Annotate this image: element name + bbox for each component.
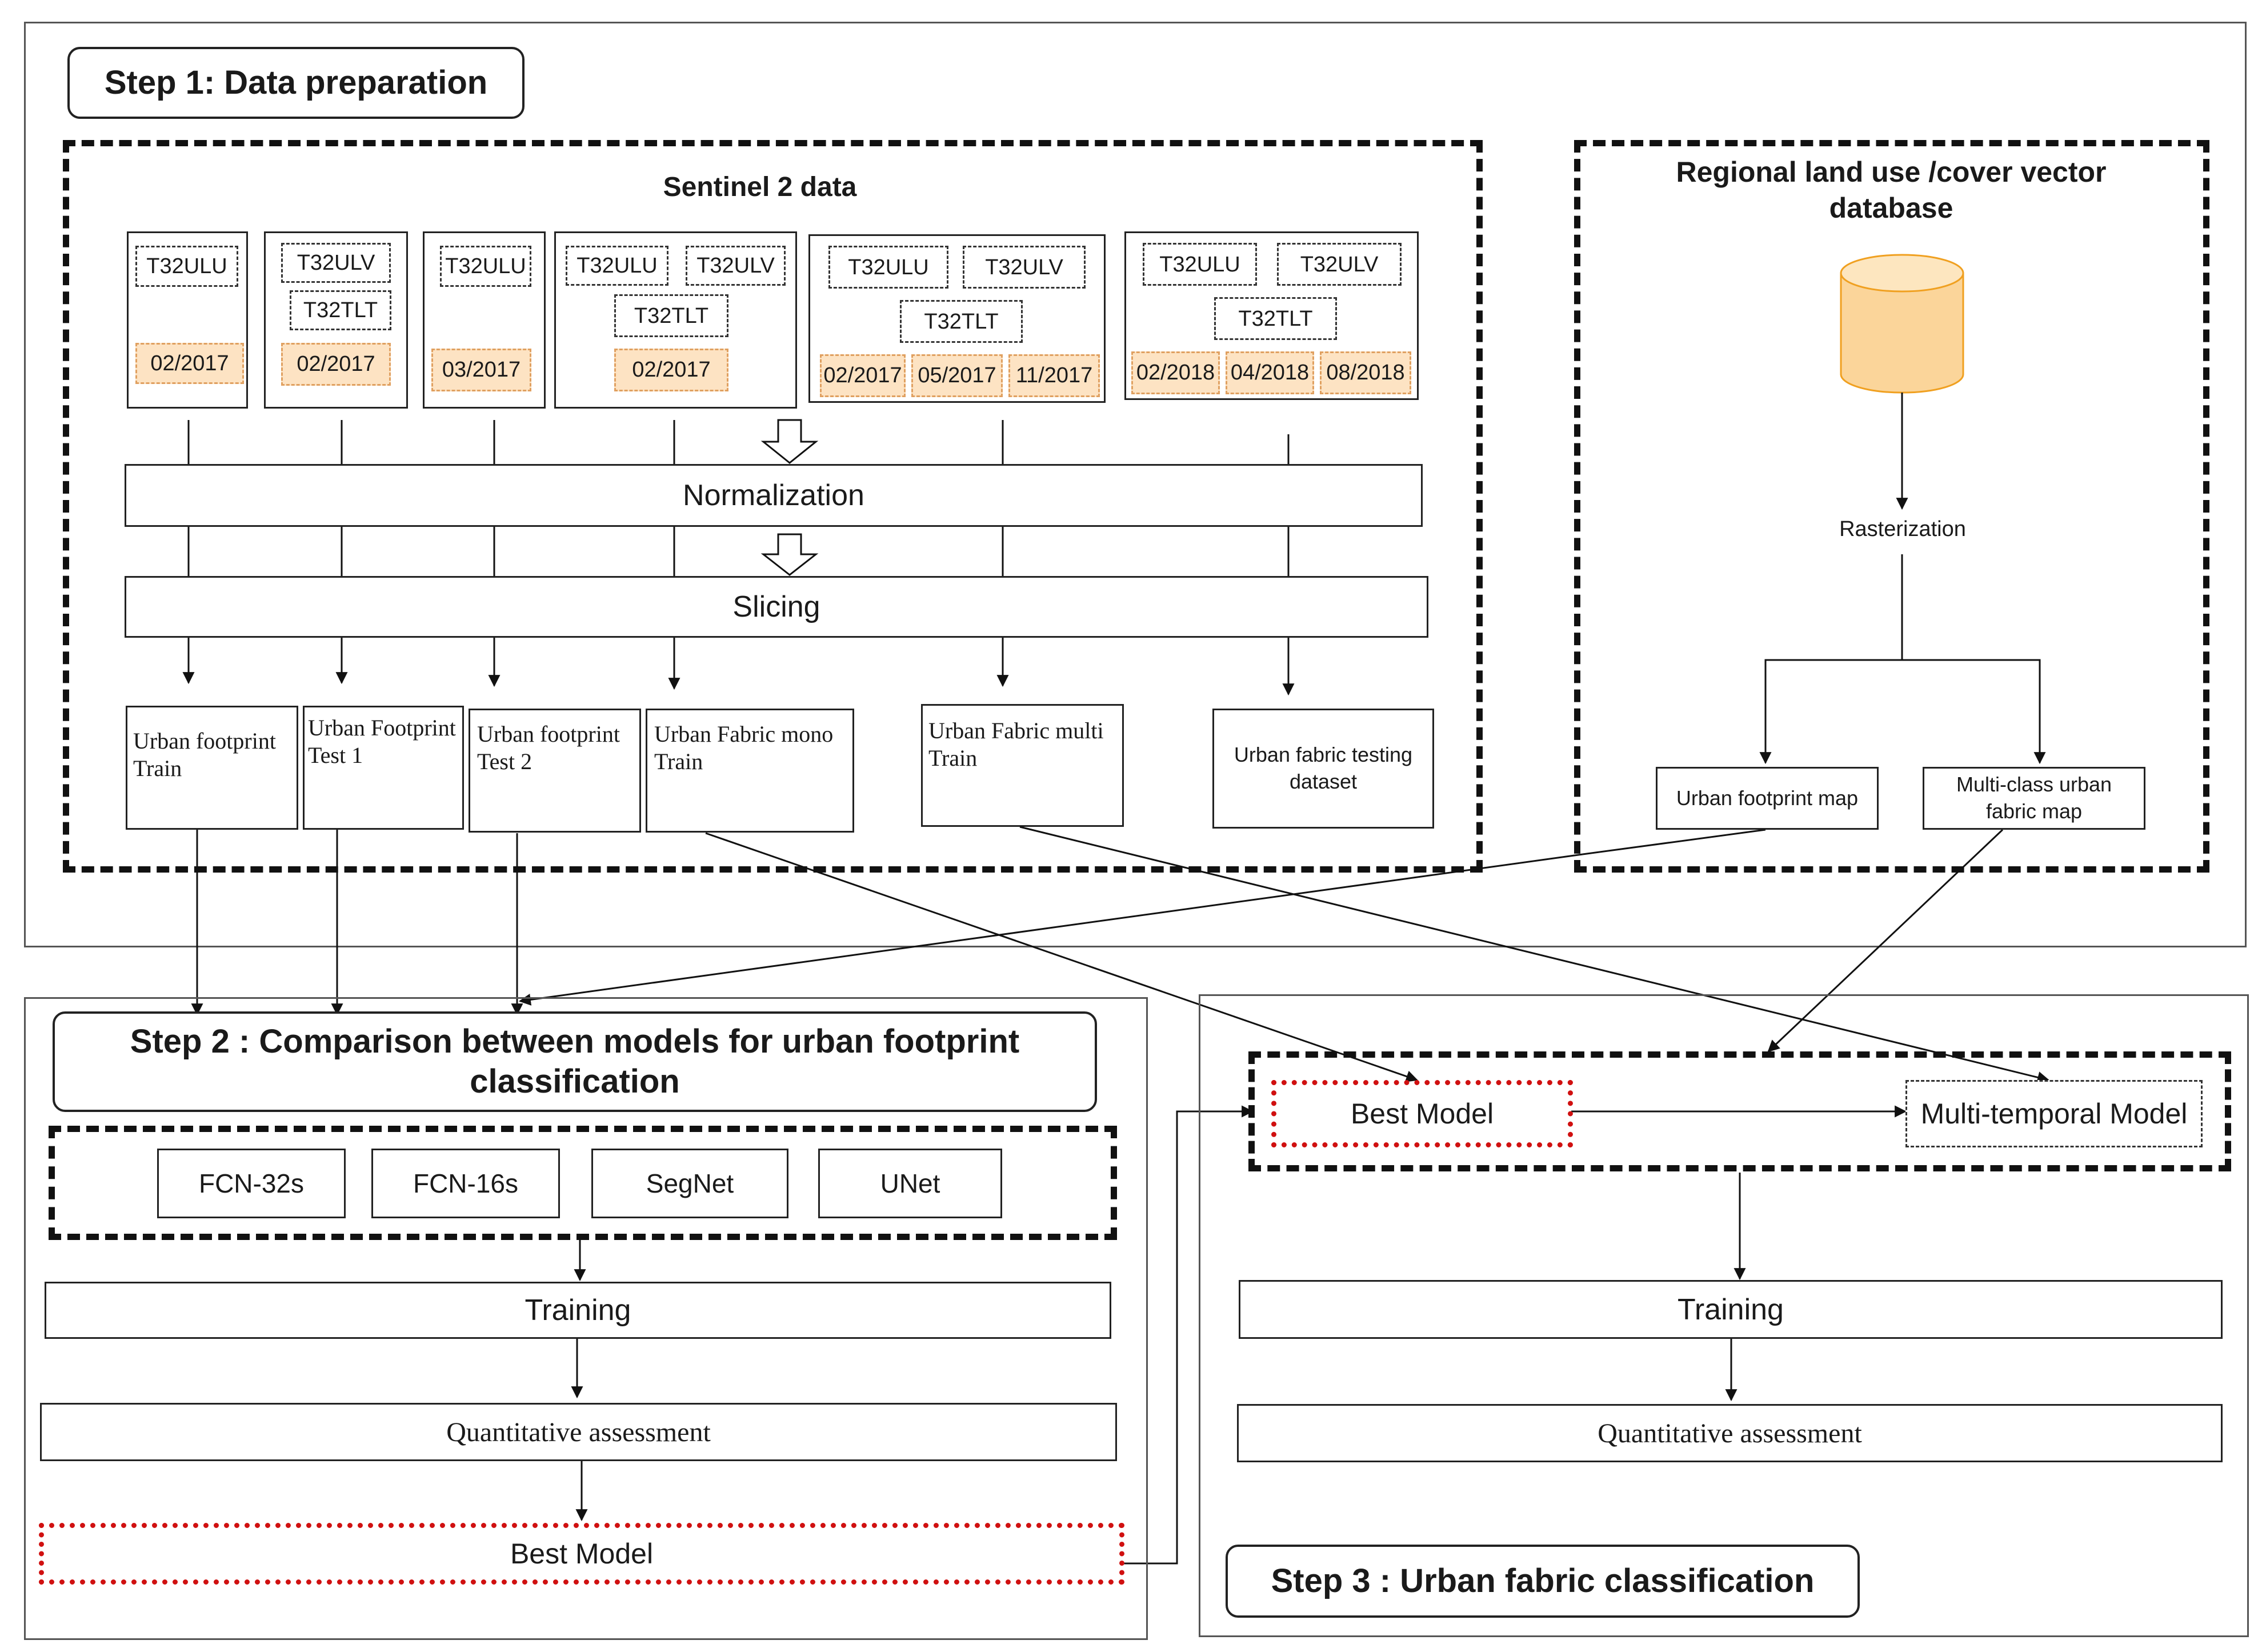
date-label: 11/2017 bbox=[1008, 354, 1100, 397]
step2-frame bbox=[24, 997, 1148, 1640]
step3-title: Step 3 : Urban fabric classification bbox=[1226, 1545, 1860, 1618]
multi-temporal-model: Multi-temporal Model bbox=[1905, 1080, 2203, 1147]
date-label: 05/2017 bbox=[911, 354, 1003, 397]
map-multi-class-urban-fabric: Multi-class urban fabric map bbox=[1923, 767, 2145, 830]
rasterization-label: Rasterization bbox=[1788, 517, 2017, 542]
model-fcn16s: FCN-16s bbox=[371, 1149, 560, 1218]
tile-label: T32TLT bbox=[290, 290, 391, 330]
step3-model-group bbox=[1248, 1051, 2231, 1171]
date-label: 02/2018 bbox=[1131, 351, 1220, 394]
tile-label: T32ULV bbox=[963, 246, 1086, 289]
tile-label: T32TLT bbox=[1214, 297, 1337, 340]
step1-title: Step 1: Data preparation bbox=[67, 47, 525, 119]
tile-label: T32ULV bbox=[281, 243, 391, 283]
model-candidates-group bbox=[49, 1126, 1117, 1240]
date-label: 02/2017 bbox=[614, 349, 728, 391]
step2-best-model: Best Model bbox=[39, 1523, 1124, 1585]
step2-title: Step 2 : Comparison between models for u… bbox=[53, 1011, 1097, 1112]
slicing-bar: Slicing bbox=[125, 576, 1428, 638]
database-title: Regional land use /cover vector database bbox=[1676, 156, 2107, 224]
dataset-urban-footprint-test1: Urban Footprint Test 1 bbox=[303, 706, 464, 830]
tile-label: T32ULU bbox=[440, 246, 531, 287]
step3-best-model: Best Model bbox=[1271, 1080, 1573, 1147]
step3-frame bbox=[1199, 994, 2249, 1637]
dataset-urban-fabric-mono-train: Urban Fabric mono Train bbox=[646, 709, 854, 833]
step2-training-bar: Training bbox=[45, 1282, 1111, 1339]
tile-label: T32ULU bbox=[828, 246, 948, 289]
sentinel-title: Sentinel 2 data bbox=[663, 172, 857, 202]
sentinel-group bbox=[63, 140, 1483, 873]
tile-label: T32ULU bbox=[1143, 243, 1257, 286]
date-label: 02/2017 bbox=[281, 343, 391, 386]
date-label: 08/2018 bbox=[1320, 351, 1411, 394]
model-unet: UNet bbox=[818, 1149, 1002, 1218]
date-label: 02/2017 bbox=[820, 354, 906, 397]
date-label: 02/2017 bbox=[135, 343, 244, 384]
step2-assessment-bar: Quantitative assessment bbox=[40, 1403, 1117, 1461]
tile-label: T32TLT bbox=[900, 300, 1023, 343]
dataset-urban-footprint-test2: Urban footprint Test 2 bbox=[469, 709, 641, 833]
tile-label: T32ULU bbox=[566, 246, 668, 286]
normalization-bar: Normalization bbox=[125, 464, 1423, 527]
dataset-urban-footprint-train: Urban footprint Train bbox=[126, 706, 298, 830]
map-urban-footprint: Urban footprint map bbox=[1656, 767, 1879, 830]
date-label: 03/2017 bbox=[431, 349, 531, 391]
tile-label: T32ULV bbox=[686, 246, 786, 286]
step1-frame bbox=[24, 22, 2247, 947]
model-fcn32s: FCN-32s bbox=[157, 1149, 346, 1218]
date-label: 04/2018 bbox=[1226, 351, 1314, 394]
dataset-urban-fabric-multi-train: Urban Fabric multi Train bbox=[921, 704, 1124, 827]
database-group bbox=[1574, 140, 2209, 873]
dataset-urban-fabric-testing: Urban fabric testing dataset bbox=[1212, 709, 1434, 829]
step3-training-bar: Training bbox=[1239, 1280, 2223, 1339]
step3-assessment-bar: Quantitative assessment bbox=[1237, 1404, 2223, 1462]
tile-label: T32ULV bbox=[1277, 243, 1402, 286]
tile-label: T32TLT bbox=[614, 294, 728, 337]
tile-label: T32ULU bbox=[135, 246, 238, 287]
model-segnet: SegNet bbox=[591, 1149, 788, 1218]
database-icon bbox=[1840, 254, 1964, 394]
